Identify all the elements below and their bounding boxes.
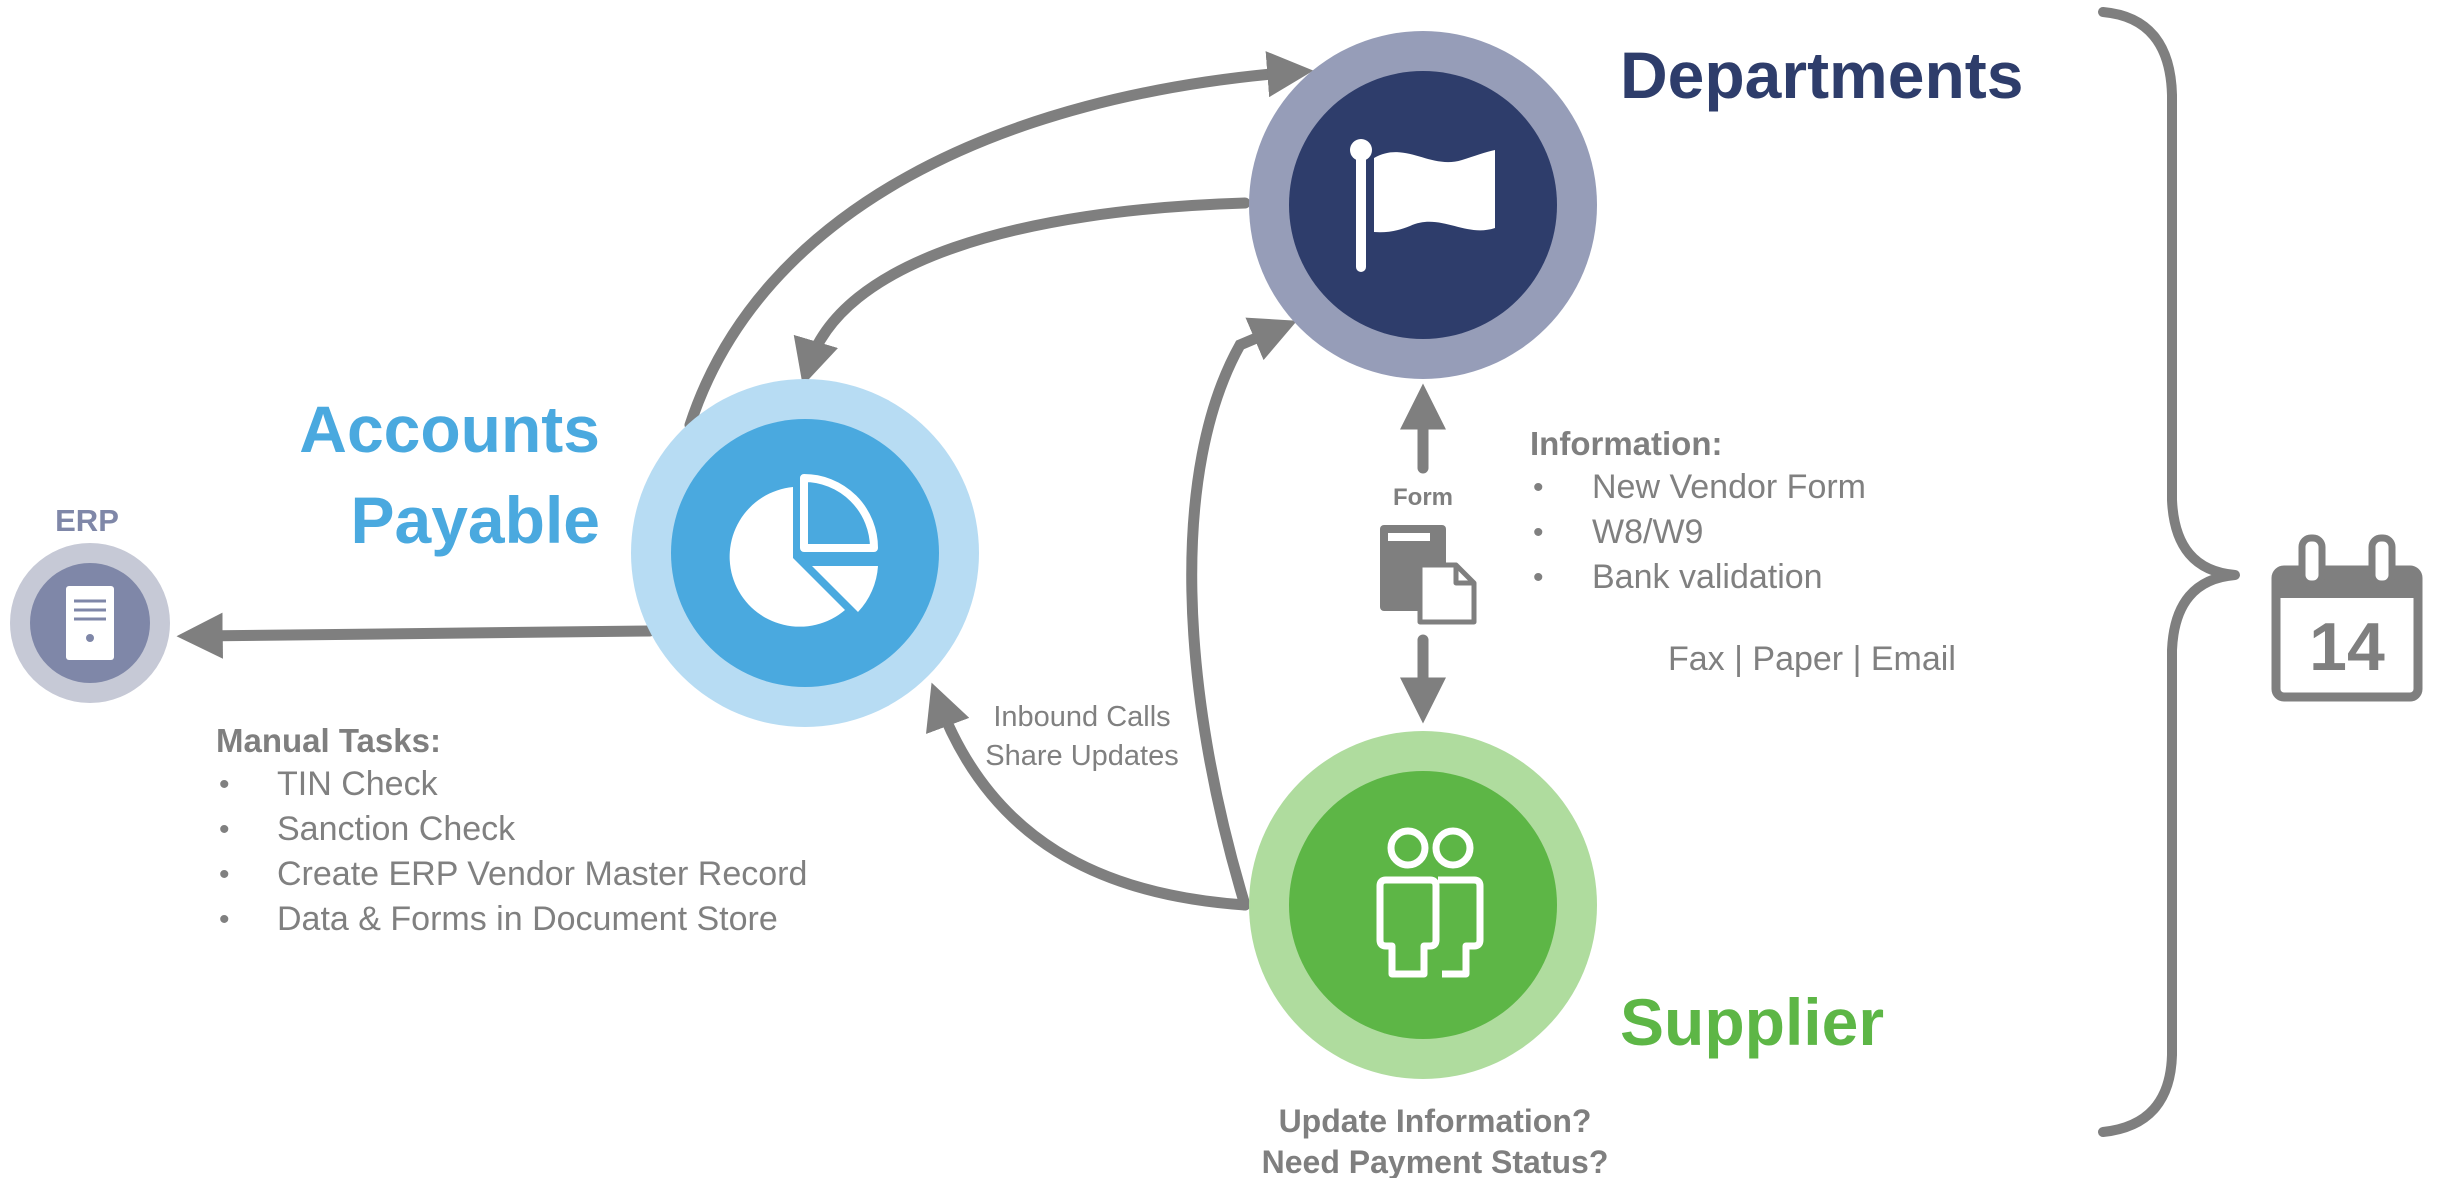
arrow-supplier-to-ap — [926, 682, 1251, 911]
supplier-questions: Update Information? Need Payment Status? — [1262, 1103, 1609, 1178]
information-item: New Vendor Form — [1592, 468, 1866, 506]
information-channels: Fax | Paper | Email — [1668, 640, 1956, 678]
accounts-payable-circle — [671, 419, 939, 687]
arrow-departments-to-ap — [793, 197, 1251, 386]
manual-task-item: Create ERP Vendor Master Record — [277, 855, 807, 893]
information-bullet: • — [1533, 516, 1544, 549]
manual-tasks-block: Manual Tasks: • TIN Check • Sanction Che… — [216, 722, 807, 938]
right-brace — [2098, 7, 2240, 1137]
form-connector: Form — [1380, 484, 1477, 625]
manual-task-item: Sanction Check — [277, 810, 516, 848]
supplier-question-2: Need Payment Status? — [1262, 1144, 1609, 1178]
supplier-circle — [1289, 771, 1557, 1039]
manual-tasks-bullet: • — [219, 858, 230, 891]
accounts-payable-title-line2: Payable — [351, 483, 601, 557]
supplier-question-1: Update Information? — [1279, 1103, 1592, 1139]
erp-node: ERP — [10, 503, 170, 703]
manual-tasks-bullet: • — [219, 768, 230, 801]
information-bullet: • — [1533, 561, 1544, 594]
flag-icon — [1350, 139, 1495, 272]
departments-title: Departments — [1620, 38, 2023, 112]
supplier-node: Supplier — [1249, 731, 1884, 1079]
information-item: Bank validation — [1592, 558, 1823, 596]
form-label: Form — [1393, 484, 1453, 511]
documents-icon — [1380, 525, 1477, 625]
information-heading: Information: — [1530, 425, 1722, 462]
server-icon — [66, 586, 114, 660]
pie-chart-icon — [729, 474, 878, 627]
information-item: W8/W9 — [1592, 513, 1703, 551]
manual-tasks-bullet: • — [219, 813, 230, 846]
calendar-day: 14 — [2309, 609, 2385, 685]
inbound-calls-line2: Share Updates — [985, 740, 1178, 772]
connector-arrows — [176, 51, 1447, 911]
arrow-supplier-to-departments — [1186, 317, 1298, 911]
arrow-ap-to-departments — [684, 51, 1314, 431]
inbound-calls-label: Inbound Calls Share Updates — [985, 701, 1178, 772]
manual-tasks-bullet: • — [219, 903, 230, 936]
calendar-icon: 14 — [2271, 534, 2423, 702]
supplier-title: Supplier — [1620, 985, 1884, 1059]
manual-task-item: Data & Forms in Document Store — [277, 900, 778, 938]
information-block: Information: • New Vendor Form • W8/W9 •… — [1530, 425, 1956, 678]
inbound-calls-line1: Inbound Calls — [993, 701, 1170, 733]
departments-node: Departments — [1249, 31, 2023, 379]
accounts-payable-node: Accounts Payable — [299, 379, 979, 727]
information-bullet: • — [1533, 471, 1544, 504]
arrow-ap-to-erp — [176, 612, 656, 659]
manual-task-item: TIN Check — [277, 765, 439, 803]
accounts-payable-title-line1: Accounts — [299, 392, 600, 466]
manual-tasks-heading: Manual Tasks: — [216, 722, 441, 759]
erp-label: ERP — [55, 503, 119, 538]
two-people-icon — [1376, 827, 1484, 978]
